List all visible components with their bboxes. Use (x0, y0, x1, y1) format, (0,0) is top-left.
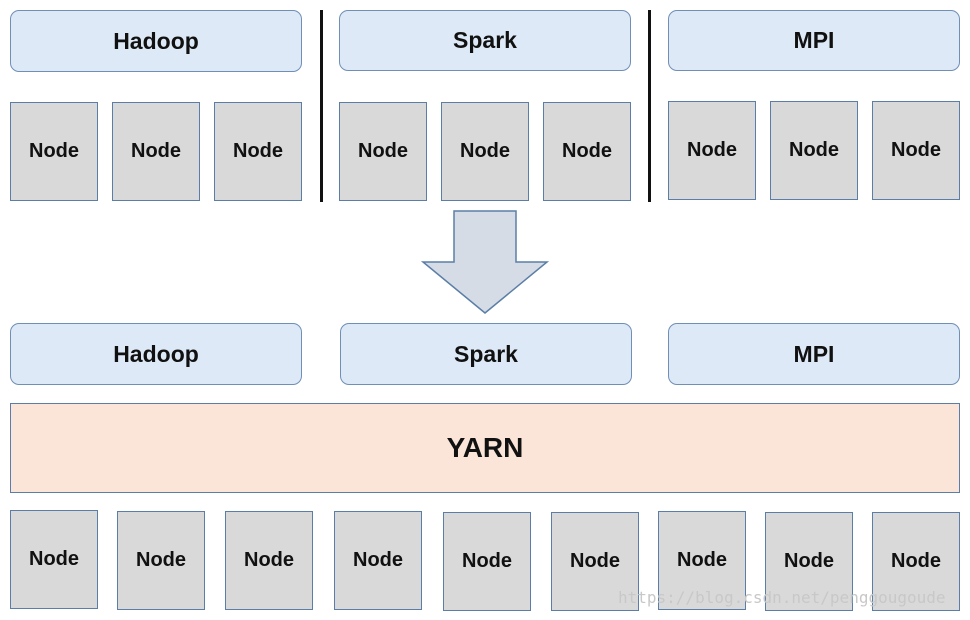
bottom-hadoop-box: Hadoop (10, 323, 302, 385)
top-hadoop-node: Node (112, 102, 200, 201)
bottom-mpi-box: MPI (668, 323, 960, 385)
top-mpi-node: Node (668, 101, 756, 200)
top-hadoop-node: Node (10, 102, 98, 201)
top-mpi-node: Node (872, 101, 960, 200)
bottom-node: Node (765, 512, 853, 611)
top-spark-box: Spark (339, 10, 631, 71)
bottom-node: Node (872, 512, 960, 611)
top-spark-node: Node (441, 102, 529, 201)
bottom-node: Node (551, 512, 639, 611)
top-hadoop-box: Hadoop (10, 10, 302, 72)
watermark: https://blog.csdn.net/penggougoude (618, 588, 946, 607)
top-hadoop-node: Node (214, 102, 302, 201)
yarn-box: YARN (10, 403, 960, 493)
top-spark-node: Node (339, 102, 427, 201)
top-spark-node: Node (543, 102, 631, 201)
divider-left (320, 10, 323, 202)
bottom-node: Node (225, 511, 313, 610)
divider-right (648, 10, 651, 202)
bottom-node: Node (443, 512, 531, 611)
bottom-node: Node (334, 511, 422, 610)
bottom-node: Node (10, 510, 98, 609)
top-mpi-node: Node (770, 101, 858, 200)
bottom-spark-box: Spark (340, 323, 632, 385)
bottom-node: Node (658, 511, 746, 610)
bottom-node: Node (117, 511, 205, 610)
top-mpi-box: MPI (668, 10, 960, 71)
